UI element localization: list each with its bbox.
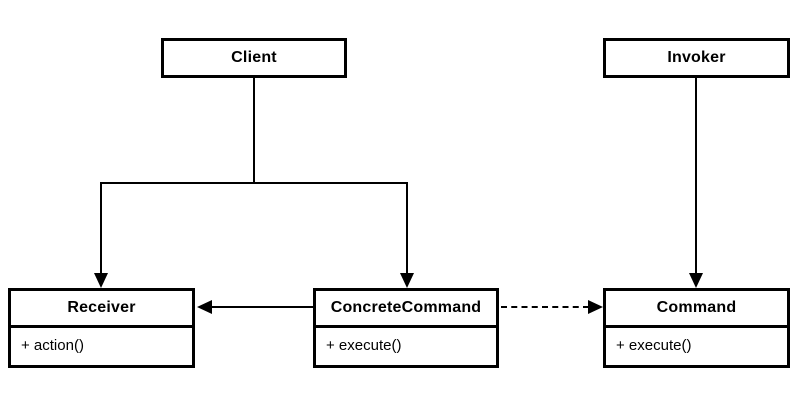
class-box-client: Client [161, 38, 347, 78]
edge-concrete-command-to-receiver-line [211, 306, 313, 308]
class-method-concrete-command: + execute() [326, 336, 402, 354]
class-box-receiver: Receiver + action() [8, 288, 195, 368]
arrowhead-concrete-command-to-command-icon [588, 300, 603, 314]
class-box-concrete-command: ConcreteCommand + execute() [313, 288, 499, 368]
arrowhead-invoker-to-command-icon [689, 273, 703, 288]
class-title-receiver: Receiver [11, 291, 192, 328]
class-title-invoker: Invoker [667, 49, 726, 66]
arrowhead-concrete-command-to-receiver-icon [197, 300, 212, 314]
edge-client-to-concrete-command-line [406, 182, 408, 274]
edge-invoker-to-command-line [695, 78, 697, 274]
class-title-command: Command [606, 291, 787, 328]
class-box-command: Command + execute() [603, 288, 790, 368]
class-title-concrete-command: ConcreteCommand [316, 291, 496, 328]
edge-client-stem-line [253, 78, 255, 183]
edge-concrete-command-to-command-dashed-line [501, 306, 589, 308]
arrowhead-client-to-concrete-command-icon [400, 273, 414, 288]
edge-client-split-line [100, 182, 408, 184]
arrowhead-client-to-receiver-icon [94, 273, 108, 288]
class-title-client: Client [231, 49, 277, 66]
class-box-invoker: Invoker [603, 38, 790, 78]
class-method-receiver: + action() [21, 336, 84, 354]
edge-client-to-receiver-line [100, 182, 102, 274]
class-method-command: + execute() [616, 336, 692, 354]
